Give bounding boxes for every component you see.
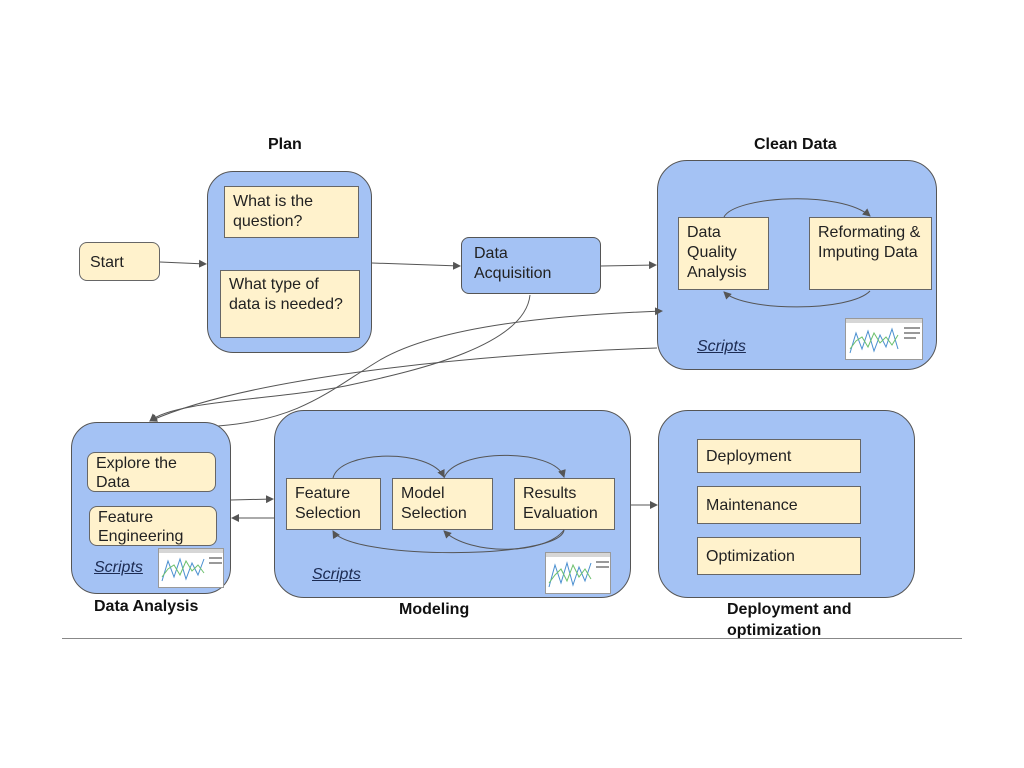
data-analysis-title: Data Analysis — [94, 598, 199, 615]
arrow-quality-to-reformat — [723, 198, 871, 218]
data-quality-box: Data Quality Analysis — [678, 217, 769, 290]
data-type-box: What type of data is needed? — [220, 270, 360, 338]
clean-data-title: Clean Data — [754, 136, 837, 153]
deployment-box: Deployment — [697, 439, 861, 473]
analysis-scripts-link[interactable]: Scripts — [94, 559, 143, 576]
results-evaluation-box: Results Evaluation — [514, 478, 615, 530]
arrow-analysis-to-modeling — [230, 495, 274, 504]
arrow-acquisition-to-analysis — [149, 294, 531, 422]
maintenance-box: Maintenance — [697, 486, 861, 524]
modeling-scripts-link[interactable]: Scripts — [312, 566, 361, 583]
arrow-plan-to-acquisition — [371, 261, 461, 270]
plan-title: Plan — [268, 136, 302, 153]
arrow-results-to-feature — [332, 529, 565, 554]
deployment-title-line2: optimization — [727, 622, 822, 639]
feature-engineering-box: Feature Engineering — [89, 506, 217, 546]
reformatting-box: Reformating & Imputing Data — [809, 217, 932, 290]
chart-thumbnail-icon — [546, 553, 610, 588]
chart-thumbnail-icon — [846, 319, 922, 354]
model-selection-box: Model Selection — [392, 478, 493, 530]
arrow-analysis-to-clean — [217, 307, 663, 427]
bottom-divider — [62, 638, 962, 639]
modeling-chart-thumbnail — [545, 552, 611, 594]
chart-thumbnail-icon — [159, 549, 223, 582]
arrow-results-to-model — [443, 529, 565, 550]
question-box: What is the question? — [224, 186, 359, 238]
arrow-clean-to-analysis — [149, 347, 658, 422]
arrow-feature-to-model — [332, 455, 445, 479]
arrow-start-to-plan — [159, 259, 207, 268]
arrow-acquisition-to-clean — [600, 261, 657, 270]
arrow-reformat-to-quality — [723, 290, 871, 308]
explore-data-box: Explore the Data — [87, 452, 216, 492]
analysis-chart-thumbnail — [158, 548, 224, 588]
data-acquisition-node: Data Acquisition — [461, 237, 601, 294]
start-node: Start — [79, 242, 160, 281]
arrow-model-to-results — [443, 454, 566, 479]
deployment-title-line1: Deployment and — [727, 601, 852, 618]
modeling-title: Modeling — [399, 601, 470, 618]
feature-selection-box: Feature Selection — [286, 478, 381, 530]
clean-chart-thumbnail — [845, 318, 923, 360]
clean-scripts-link[interactable]: Scripts — [697, 338, 746, 355]
optimization-box: Optimization — [697, 537, 861, 575]
